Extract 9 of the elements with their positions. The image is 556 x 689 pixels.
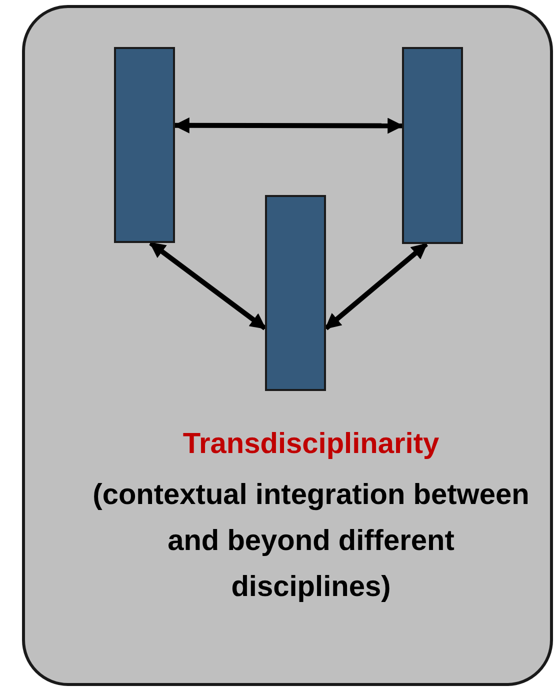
vertical-bar xyxy=(402,47,463,244)
description-text: (contextual integration between and beyond different disciplines) xyxy=(92,478,530,605)
rounded-panel xyxy=(22,5,553,686)
double-arrow xyxy=(173,117,404,134)
heading-text: Transdisciplinarity xyxy=(182,427,440,462)
double-arrow xyxy=(324,242,428,330)
vertical-bar xyxy=(265,195,326,391)
vertical-bar xyxy=(114,47,175,243)
double-arrow xyxy=(149,241,266,330)
